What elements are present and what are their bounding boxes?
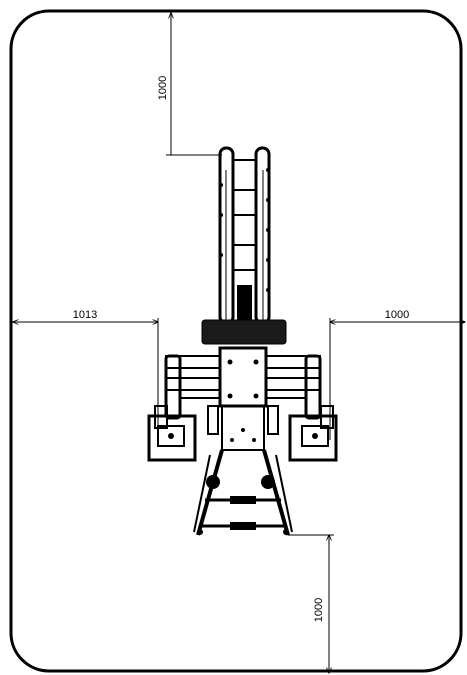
safety-zone-boundary bbox=[9, 9, 463, 673]
dimension-bottom-label: 1000 bbox=[313, 598, 325, 622]
rear-frame bbox=[193, 449, 293, 536]
right-foot-pad bbox=[288, 414, 338, 462]
dimension-right-label: 1000 bbox=[385, 309, 409, 321]
machine-column bbox=[218, 146, 271, 325]
dimension-top-label: 1000 bbox=[157, 76, 169, 100]
left-foot-pad bbox=[147, 414, 197, 462]
dimension-top: 1000 bbox=[157, 13, 222, 156]
dimension-right: 1000 bbox=[330, 309, 465, 440]
dimension-bottom: 1000 bbox=[288, 535, 334, 673]
slewing-ring bbox=[201, 319, 287, 345]
dimension-left: 1013 bbox=[13, 309, 158, 440]
machine-top-view bbox=[147, 146, 338, 536]
dimension-left-label: 1013 bbox=[73, 309, 97, 321]
